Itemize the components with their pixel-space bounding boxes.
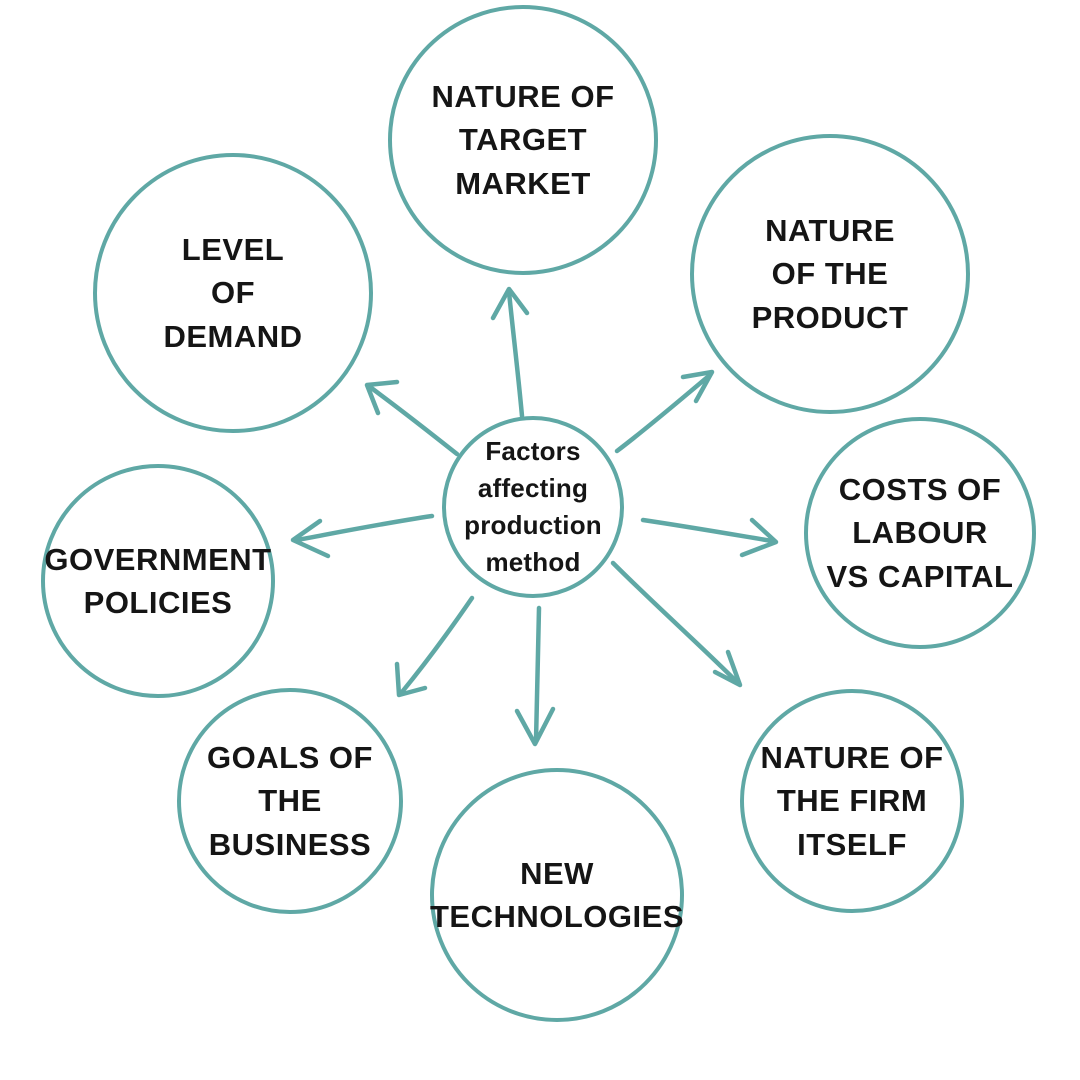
arrow-to-new-technologies-icon [514,605,556,747]
node-new-technologies: NEW TECHNOLOGIES [430,768,684,1022]
node-label: NATURE OF THE PRODUCT [751,212,909,335]
node-label: NEW TECHNOLOGIES [429,855,684,934]
node-label: LEVEL OF DEMAND [163,231,303,354]
node-costs-of-labour-vs-capital: COSTS OF LABOUR VS CAPITAL [804,417,1036,649]
arrow-to-level-of-demand-icon [364,379,460,457]
center-node-factors-affecting-production-method: Factors affecting production method [442,416,624,598]
arrow-to-government-policies-icon [290,513,435,559]
arrow-to-costs-of-labour-vs-capital-icon [640,517,779,558]
node-label: COSTS OF LABOUR VS CAPITAL [826,471,1014,594]
center-node-label: Factors affecting production method [464,436,602,577]
arrow-to-goals-of-the-business-icon [394,595,475,698]
node-nature-of-the-product: NATURE OF THE PRODUCT [690,134,970,414]
node-government-policies: GOVERNMENT POLICIES [41,464,275,698]
node-label: NATURE OF TARGET MARKET [431,78,615,201]
node-nature-of-target-market: NATURE OF TARGET MARKET [388,5,658,275]
node-level-of-demand: LEVEL OF DEMAND [93,153,373,433]
arrow-to-nature-of-the-product-icon [614,369,715,454]
arrow-to-nature-of-the-firm-itself-icon [610,560,743,688]
node-nature-of-the-firm-itself: NATURE OF THE FIRM ITSELF [740,689,964,913]
arrow-to-nature-of-target-market-icon [490,286,530,419]
node-goals-of-the-business: GOALS OF THE BUSINESS [177,688,403,914]
node-label: GOALS OF THE BUSINESS [207,739,373,862]
node-label: NATURE OF THE FIRM ITSELF [760,739,944,862]
node-label: GOVERNMENT POLICIES [44,541,272,620]
